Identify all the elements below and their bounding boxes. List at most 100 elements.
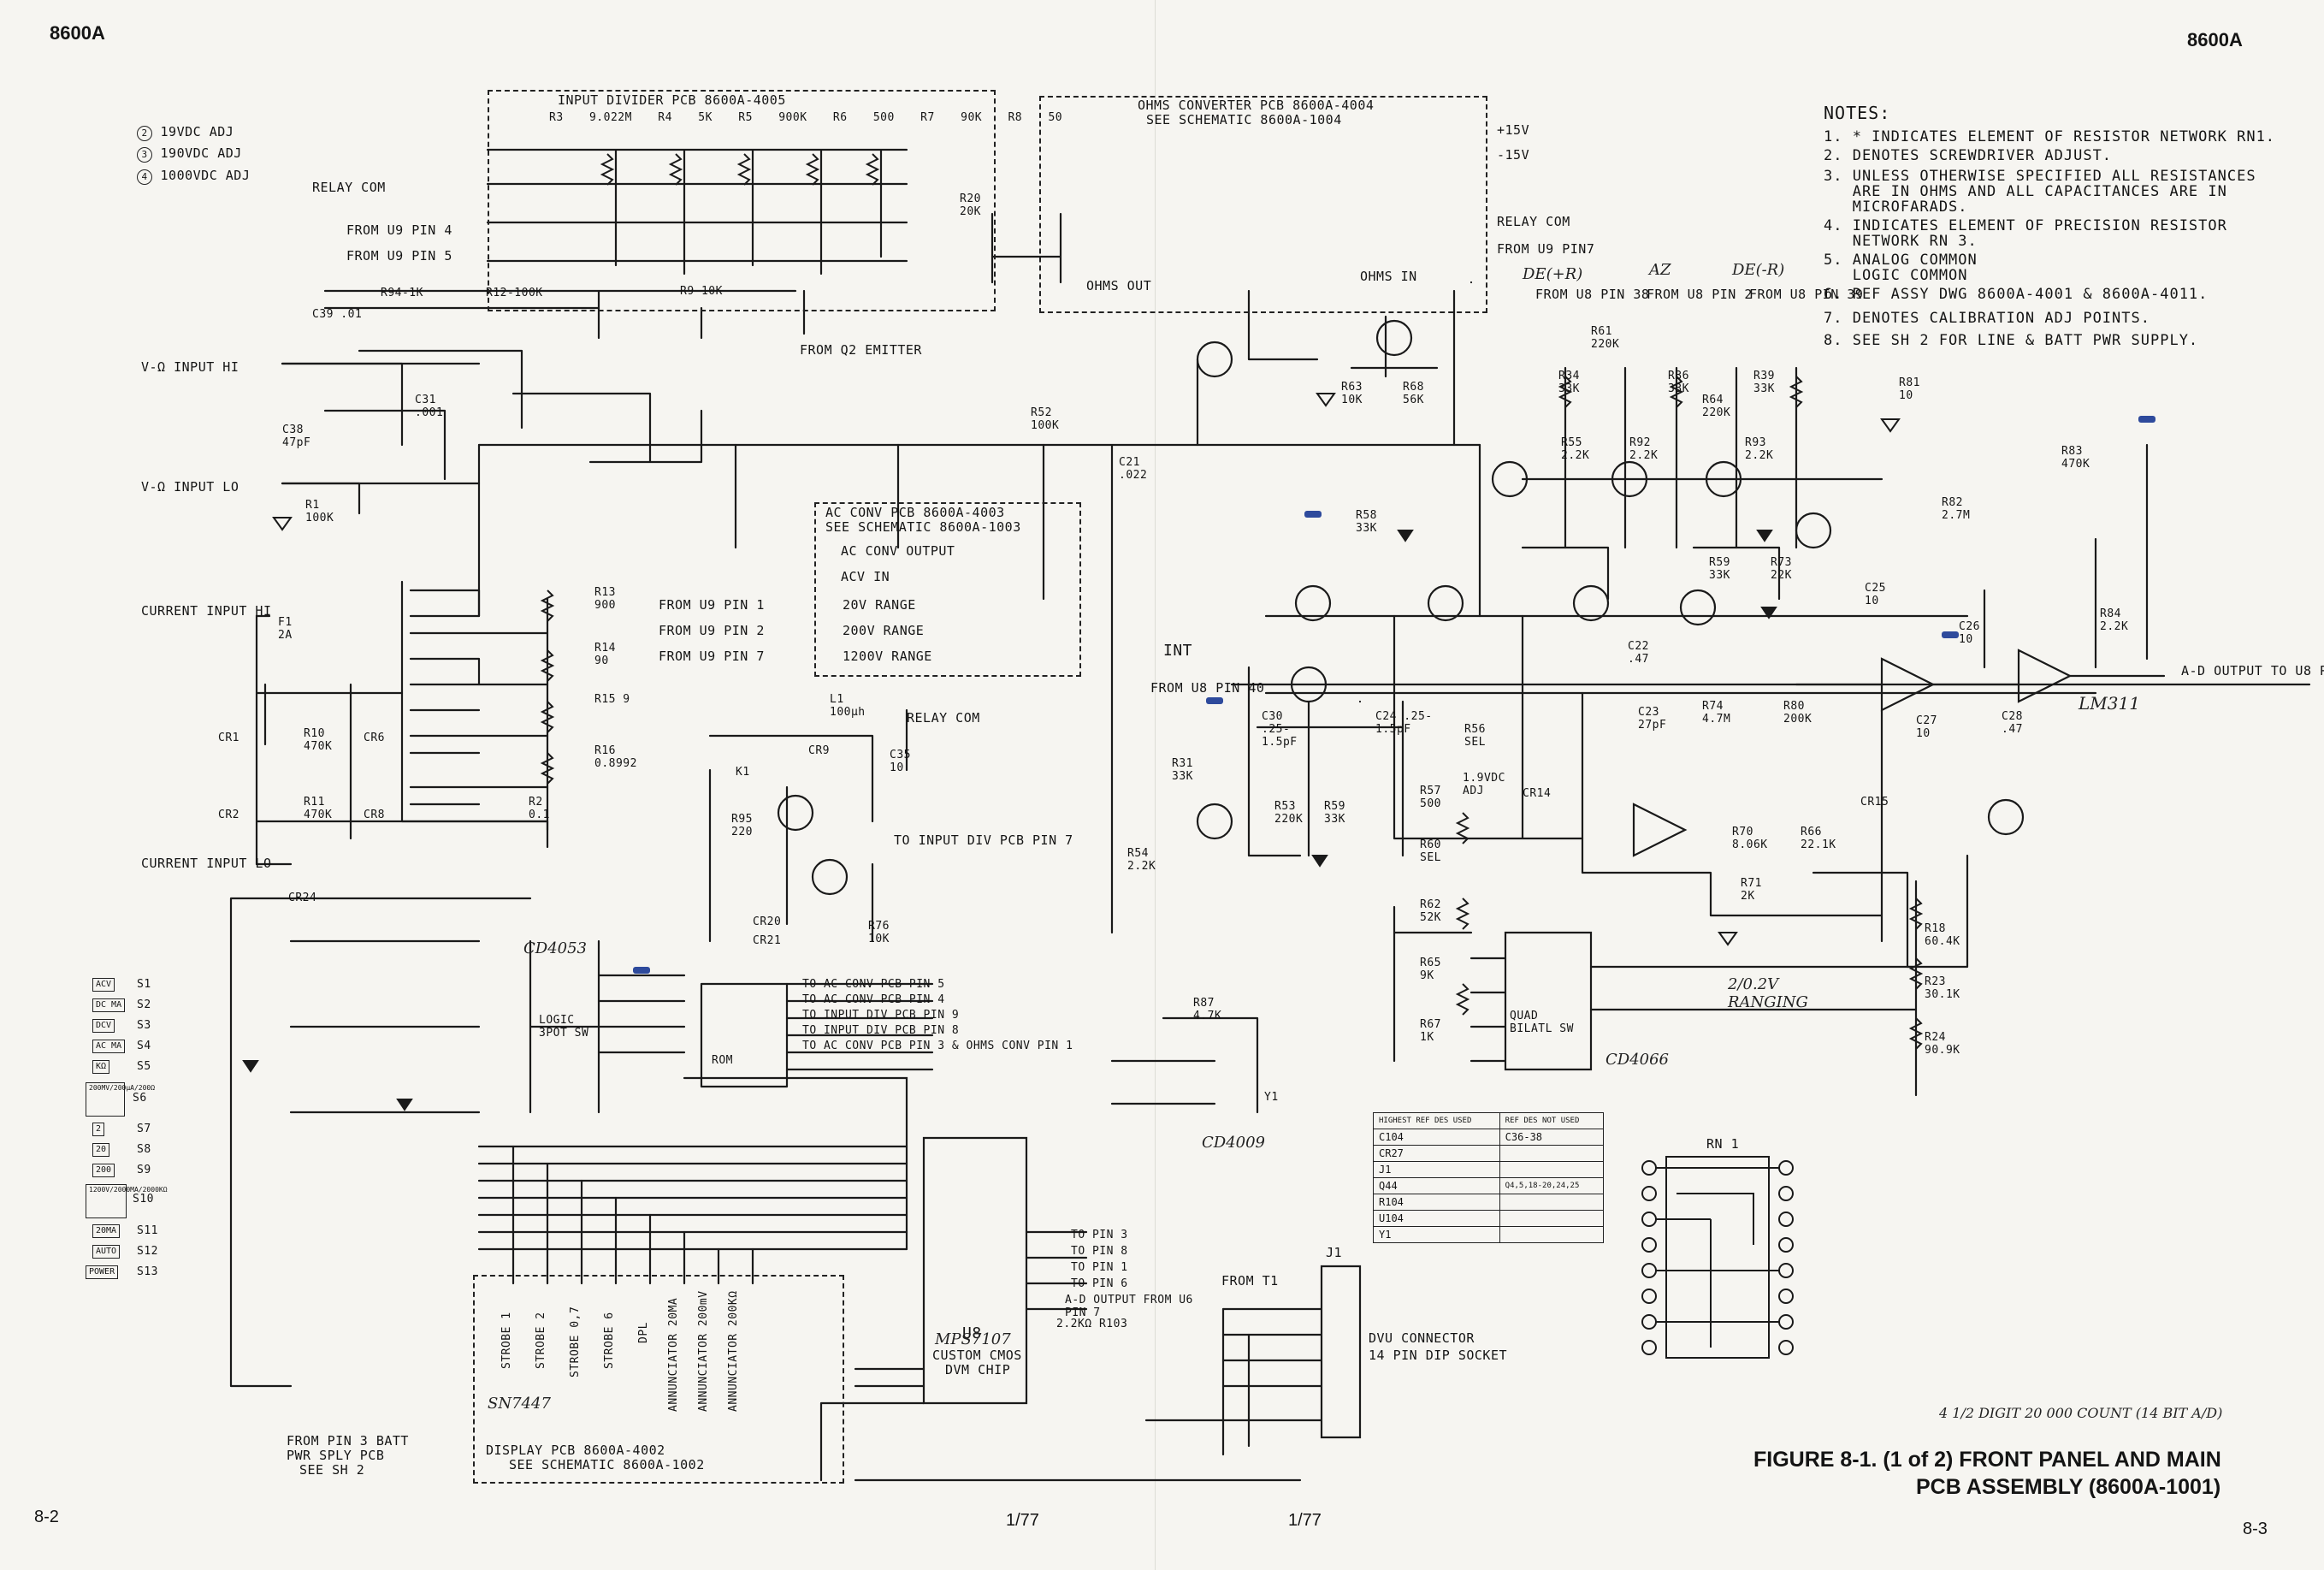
display-pcb-title: DISPLAY PCB 8600A-4002 xyxy=(486,1443,665,1458)
r36: R36 33K xyxy=(1668,370,1689,395)
ref-table-header-not-used: REF DES NOT USED xyxy=(1499,1112,1605,1129)
u8-title: U8 xyxy=(962,1324,982,1342)
handwritten-de-r-plus: DE(+R) xyxy=(1523,265,1583,283)
c24: C24 .25-1.5pF xyxy=(1375,710,1433,736)
note-3b: ARE IN OHMS AND ALL CAPACITANCES ARE IN xyxy=(1824,183,2227,200)
switch-key-20: 20 xyxy=(92,1143,110,1157)
label-20v-range: 20V RANGE xyxy=(843,597,916,613)
r60: R60 SEL xyxy=(1420,838,1441,864)
table-cell xyxy=(1499,1145,1605,1162)
display-pcb-box xyxy=(473,1275,844,1484)
r5: R5 900K xyxy=(738,111,807,124)
table-cell: C36-38 xyxy=(1499,1129,1605,1146)
label-200v-range: 200V RANGE xyxy=(843,623,925,638)
handwritten-range-note: 2/0.2V RANGING xyxy=(1728,975,1808,1011)
r92: R92 2.2K xyxy=(1629,436,1659,462)
r10: R10 470K xyxy=(304,727,333,753)
f1: F1 2A xyxy=(278,616,293,642)
r76: R76 10K xyxy=(868,920,890,945)
table-cell: R104 xyxy=(1373,1194,1500,1211)
label-to-ac-conv-pin4: TO AC CONV PCB PIN 4 xyxy=(802,993,945,1006)
r87: R87 4.7K xyxy=(1193,997,1222,1022)
switch-key-auto: AUTO xyxy=(92,1245,121,1259)
r62: R62 52K xyxy=(1420,898,1441,924)
handwritten-sn7447: SN7447 xyxy=(488,1395,551,1413)
label-ad-output: A-D OUTPUT TO U8 PIN 5 xyxy=(2181,663,2324,678)
r73: R73 22K xyxy=(1771,556,1792,582)
r15: R15 9 xyxy=(594,693,630,706)
r84: R84 2.2K xyxy=(2100,607,2129,633)
label-to-pin1: TO PIN 1 xyxy=(1071,1261,1128,1274)
adjust-num-2: 2 xyxy=(137,126,152,141)
r24: R24 90.9K xyxy=(1925,1031,1960,1057)
switch-s7: S7 xyxy=(137,1123,151,1135)
r2: R2 0.1 xyxy=(529,796,550,821)
r103: 2.2KΩ R103 xyxy=(1056,1318,1128,1330)
r31: R31 33K xyxy=(1172,757,1193,783)
ac-conv-title: AC CONV PCB 8600A-4003 xyxy=(825,505,1005,520)
dpl: DPL xyxy=(637,1322,650,1343)
annunciator-200mv: ANNUNCIATOR 200mV xyxy=(697,1290,710,1412)
r56: R56 SEL xyxy=(1464,723,1486,749)
table-cell xyxy=(1499,1194,1605,1211)
r18: R18 60.4K xyxy=(1925,922,1960,948)
label-minus15v: -15V xyxy=(1497,147,1530,163)
cr6: CR6 xyxy=(364,732,385,744)
switch-key-acv: ACV xyxy=(92,978,115,992)
cr15: CR15 xyxy=(1860,796,1889,809)
label-ohms-in: OHMS IN xyxy=(1360,269,1417,284)
note-5: 5. ANALOG COMMON xyxy=(1824,252,1978,269)
r20: R20 20K xyxy=(960,193,981,218)
r53: R53 220K xyxy=(1274,800,1304,826)
note-4b: NETWORK RN 3. xyxy=(1824,233,1978,250)
figure-caption-line2: PCB ASSEMBLY (8600A-1001) xyxy=(1916,1475,2221,1499)
r23: R23 30.1K xyxy=(1925,975,1960,1001)
strobe-1: STROBE 1 xyxy=(500,1312,513,1369)
cr8: CR8 xyxy=(364,809,385,821)
r74: R74 4.7M xyxy=(1702,700,1731,726)
adjust-num-3: 3 xyxy=(137,147,152,163)
label-ohms-out: OHMS OUT xyxy=(1086,278,1152,293)
r67: R67 1K xyxy=(1420,1018,1441,1044)
switch-s5: S5 xyxy=(137,1060,151,1073)
switch-s8: S8 xyxy=(137,1143,151,1156)
table-row: U104 xyxy=(1373,1210,1605,1227)
cr2: CR2 xyxy=(218,809,239,821)
note-3c: MICROFARADS. xyxy=(1824,198,1968,216)
page-fold xyxy=(1155,0,1156,1570)
ref-table-header: HIGHEST REF DES USED REF DES NOT USED xyxy=(1373,1112,1605,1129)
strobe-07: STROBE 0,7 xyxy=(569,1306,582,1377)
cr1: CR1 xyxy=(218,732,239,744)
table-cell xyxy=(1499,1226,1605,1243)
label-int: INT xyxy=(1163,642,1193,660)
ref-des-table: HIGHEST REF DES USED REF DES NOT USED C1… xyxy=(1373,1112,1605,1243)
handwritten-lm311: LM311 xyxy=(2079,693,2140,714)
adjust-legend-3: 4 1000VDC ADJ xyxy=(137,168,250,185)
label-vohm-lo: V-Ω INPUT LO xyxy=(141,479,239,495)
r57: R57 500 xyxy=(1420,785,1441,810)
page-number-right: 8-3 xyxy=(2243,1520,2268,1538)
cr21: CR21 xyxy=(753,934,782,947)
label-from-u9-pin7b: FROM U9 PIN 7 xyxy=(659,649,765,664)
table-cell xyxy=(1499,1161,1605,1178)
input-divider-title: INPUT DIVIDER PCB 8600A-4005 xyxy=(558,92,786,108)
label-ac-conv-output: AC CONV OUTPUT xyxy=(841,543,955,559)
note-4: 4. INDICATES ELEMENT OF PRECISION RESIST… xyxy=(1824,217,2227,234)
r81: R81 10 xyxy=(1899,376,1920,402)
r61: R61 220K xyxy=(1591,325,1620,351)
label-j1: J1 xyxy=(1326,1245,1343,1260)
r6: R6 500 xyxy=(832,111,895,124)
switch-s9: S9 xyxy=(137,1164,151,1176)
note-6: 6. REF ASSY DWG 8600A-4001 & 8600A-4011. xyxy=(1824,286,2209,303)
table-cell: C104 xyxy=(1373,1129,1500,1146)
r4: R4 5K xyxy=(658,111,713,124)
label-to-pin8: TO PIN 8 xyxy=(1071,1245,1128,1258)
handwritten-digit-note: 4 1/2 DIGIT 20 000 COUNT (14 BIT A/D) xyxy=(1939,1405,2223,1421)
switch-s3: S3 xyxy=(137,1019,151,1032)
divider-resistors: R3 9.022M R4 5K R5 900K R6 500 R7 90K R8… xyxy=(549,111,1062,124)
strobe-2: STROBE 2 xyxy=(535,1312,547,1369)
label-acv-in: ACV IN xyxy=(841,569,890,584)
ohms-converter-box xyxy=(1039,96,1487,313)
r63: R63 10K xyxy=(1341,381,1363,406)
